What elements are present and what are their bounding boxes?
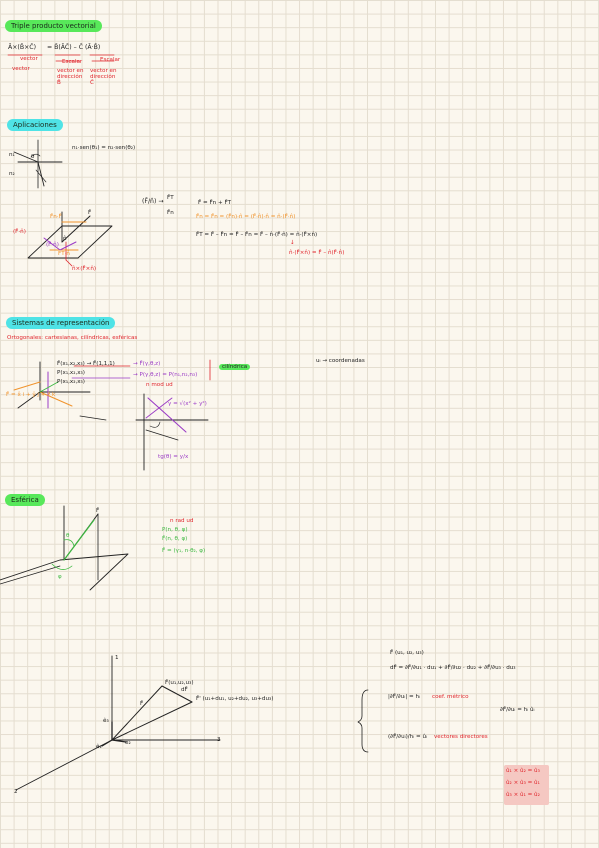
snell-n1: n₁ [9,152,15,158]
axis-1-label: 1 [115,655,119,661]
cross-product-box [504,765,549,805]
label-vector-2: vector [12,66,30,72]
diag-ftn: F̄T·n̂ [58,251,70,257]
heading-sistemas: Sistemas de representación [6,317,116,329]
esferica-theta: θ [66,533,70,539]
snell-law: n₁·sen(θ₁) = n₂·sen(θ₂) [72,145,136,151]
diag-fna-left: (F̄·n̂) [13,229,26,235]
heading-aplicaciones: Aplicaciones [7,119,63,131]
label-escalar-2: Escalar [100,57,121,63]
sistemas-tan: tg(θ) = y/x [158,454,189,460]
sistemas-line3: P(x₁,x₂,x₃) [57,379,85,385]
cross-product-1: û₁ × û₂ = û₃ [506,768,540,774]
sistemas-radius: γ = √(x² + y²) [168,401,207,407]
ft-label: F̄T [167,195,174,201]
diag-fnn: n̂×(F̄×n̂) [72,266,97,272]
bottom-dir: vectores directores [434,734,488,740]
sistemas-line1: F̄(x₁,x₂,x₃) → F̄(1,1,1) [57,361,115,367]
bottom-coef: coef. métrico [432,694,469,700]
unit-e2: ê₂ [125,740,131,746]
eq-decomposition: F̄ = F̄n + F̄T [198,200,232,206]
diag-fna-inner: (F̄·n̂) [46,242,59,248]
axis-2-label: 3 [217,737,221,743]
sistemas-cilindrica: cilíndrica [219,364,251,370]
triple-formula-right: = B̄(ĀC̄) – C̄ (Ā·B̄) [47,44,101,51]
esferica-r: F̄ [96,508,100,514]
cross-product-3: û₃ × û₁ = û₂ [506,792,540,798]
diag-n: n̂ [63,236,67,242]
esferica-p: P(n, θ, φ) [162,527,188,533]
diag-fn: F̄n·F̄ [50,214,62,220]
eq-tangential-component: F̄T = F̄ – F̄n = F̄ – F̄n = F̄ – n̂·(F̄·… [196,232,318,238]
bottom-r-u: F̄(u₁,u₂,u₃) [165,680,194,686]
label-dir-b: vector en dirección B̄ [57,68,84,86]
eq-normal-component: F̄n = F̄n = (F̄n)·n̂ = (F̄·n̂)·n̂ = n̂·(… [196,214,296,220]
bottom-r-prime: F̄' (u₁+du₁, u₂+du₂, u₃+du₃) [196,696,274,702]
label-escalar-1: Escalar [62,59,83,65]
bottom-dr: dF̄ [181,687,188,693]
sistemas-subtitle: Ortogonales: cartesianas, cilíndricas, e… [7,335,138,341]
bottom-partial: ∂F̄/∂uᵢ = hᵢ ûᵢ [500,707,535,713]
bottom-unit: (∂F̄/∂uᵢ)/hᵢ = ûᵢ [388,734,428,740]
bottom-hi: |∂F̄/∂uᵢ| = hᵢ [388,694,420,700]
triple-formula-left: Ā×(B̄×C̄) [8,44,36,51]
cross-product-2: û₂ × û₃ = û₁ [506,780,540,786]
axis-3-label: 2 [14,789,18,795]
snell-n2: n₂ [9,171,15,177]
label-dir-c: vector en dirección C̄ [90,68,117,86]
eq-identity: n̂·(F̄×n̂) = F̄ – n̂(F̄·n̂) [289,250,345,256]
sistemas-mod: n mod ud [146,382,173,388]
fn-label: F̄n [167,210,174,216]
sistemas-arrow2: → P(γ,θ,z) = P(n₁,n₂,n₃) [133,372,198,378]
unit-e1: ê₁ [96,744,102,750]
bottom-dr-eq: dF̄ = ∂F̄/∂u₁ · du₁ + ∂F̄/∂u₂ · du₂ + ∂F… [390,665,516,671]
heading-esferica: Esférica [5,494,45,506]
heading-triple-producto: Triple producto vectorial [5,20,102,32]
sistemas-vector-r: F̄ = x̂ i + ŷ j + ẑ k [6,392,56,398]
sistemas-ui: uᵢ → coordenadas [316,358,365,364]
bottom-r-def: F̄ (u₁, u₂, u₃) [390,650,424,656]
unit-e3: ê₃ [103,718,109,724]
diag-f: F̄ [88,210,92,216]
sistemas-arrow1: → F̄(γ,θ,z) [133,361,161,367]
esferica-full: F̄ = (γ₁, n·θ₂, φ) [162,548,206,554]
matrix-label: (F̄/n̂) → [142,198,164,205]
esferica-phi: φ [58,574,62,580]
esferica-f: F̄(n, θ, φ) [162,536,188,542]
bottom-r: F̄ [140,701,144,707]
sistemas-line2: P(x₁,x₂,x₃) [57,370,85,376]
esferica-mod: n rad ud [170,518,194,524]
eq-arrow: ↓ [290,240,295,246]
snell-theta: θ [31,154,35,160]
label-vector-1: vector [20,56,38,62]
